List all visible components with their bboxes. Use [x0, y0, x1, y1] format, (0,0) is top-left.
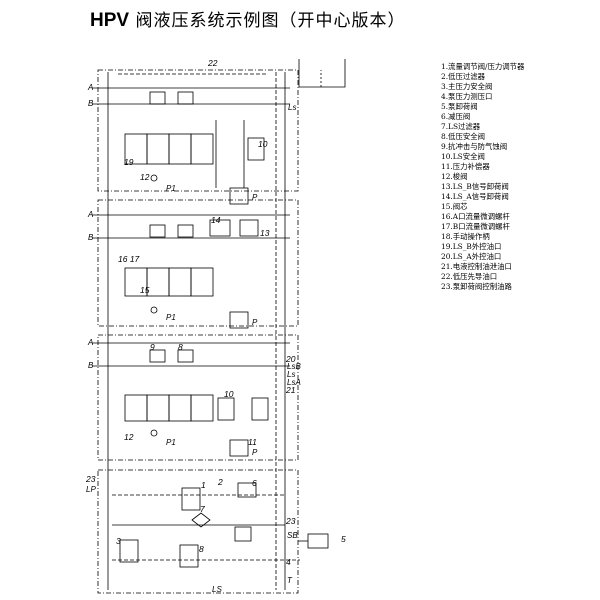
- legend-item: 2.低压过滤器: [441, 72, 486, 81]
- diagram-title: HPV 阀液压系统示例图（开中心版本）: [90, 6, 405, 32]
- section-frame-1: [97, 69, 299, 192]
- legend-item: 23.泵卸荷阀控制油路: [441, 282, 512, 291]
- spool-section-1: [190, 133, 214, 165]
- part-number: 4: [286, 557, 291, 567]
- legend-item: 21.电液控制油泄油口: [441, 262, 512, 271]
- port-lp-label: LP: [86, 485, 96, 494]
- legend-item: 12.梭阀: [441, 172, 468, 181]
- legend-item: 4.泵压力测压口: [441, 92, 493, 101]
- part-number: 20: [285, 354, 296, 364]
- inlet-frame: [97, 469, 299, 594]
- port-labels: A B A B A B P1 P1 P1 P P P Ls LsB Ls LsA…: [86, 83, 301, 594]
- part-number: 23: [85, 474, 96, 484]
- legend-item: 14.LS_A信号卸荷阀: [441, 192, 509, 201]
- part-number: 16 17: [118, 254, 140, 264]
- part-numbers: 22 10 19 12 14 13 16 17 15 9 8 20 21 10 …: [85, 58, 346, 567]
- part-number: 23: [285, 516, 296, 526]
- port-ls-label: Ls: [287, 370, 295, 379]
- part-number: 12: [140, 172, 150, 182]
- part-number: 7: [200, 504, 205, 514]
- part-number: 19: [124, 157, 134, 167]
- section-frame-2: [97, 199, 299, 327]
- port-a-label: A: [87, 83, 93, 92]
- legend-item: 15.阀芯: [441, 202, 468, 211]
- part-number: 2: [217, 477, 223, 487]
- port-b-label: B: [88, 233, 94, 242]
- port-t-label: T: [287, 576, 293, 585]
- spool-section-3: [190, 394, 214, 422]
- legend-item: 10.LS安全阀: [441, 152, 485, 161]
- part-number: 11: [248, 437, 257, 447]
- section-frame-3: [97, 334, 299, 461]
- part-number: 8: [178, 342, 183, 352]
- port-p1-label: P1: [166, 184, 176, 193]
- port-a-label: A: [87, 338, 93, 347]
- part-number: 1: [201, 480, 206, 490]
- legend-item: 7.LS过滤器: [441, 122, 481, 131]
- title-text: 阀液压系统示例图（开中心版本）: [129, 11, 406, 31]
- port-p1-label: P1: [166, 438, 176, 447]
- part-number: 14: [211, 215, 221, 225]
- port-lsa-label: LsA: [287, 378, 301, 387]
- part-number: 10: [224, 389, 234, 399]
- tank-symbol: [298, 59, 346, 88]
- port-b-label: B: [88, 99, 94, 108]
- legend-item: 3.主压力安全阀: [441, 82, 493, 91]
- legend-item: 6.减压阀: [441, 112, 471, 121]
- legend-item: 8.低压安全阀: [441, 132, 486, 141]
- part-number: 13: [260, 228, 270, 238]
- port-p-label: P: [252, 318, 258, 327]
- spool-section-2: [190, 267, 214, 297]
- port-a-label: A: [87, 210, 93, 219]
- port-p-label: P: [252, 193, 258, 202]
- legend-item: 5.泵卸荷阀: [441, 102, 478, 111]
- legend-item: 1.流量调节阀/压力调节器: [441, 62, 525, 71]
- legend-item: 18.手动操作柄: [441, 232, 490, 241]
- part-number: 5: [341, 534, 346, 544]
- port-lsb-label: LsB: [287, 362, 301, 371]
- title-brand: HPV: [90, 10, 130, 31]
- parts-legend: 1.流量调节阀/压力调节器 2.低压过滤器 3.主压力安全阀 4.泵压力测压口 …: [441, 62, 524, 292]
- part-number: 12: [124, 432, 134, 442]
- port-ls-label: Ls: [288, 103, 296, 112]
- legend-item: 17.B口流量微调螺杆: [441, 222, 510, 231]
- port-ls-label: LS: [212, 585, 222, 594]
- legend-item: 20.LS_A外控油口: [441, 252, 502, 261]
- legend-item: 11.压力补偿器: [441, 162, 490, 171]
- part-number: 21: [285, 385, 296, 395]
- legend-item: 13.LS_B信号卸荷阀: [441, 182, 509, 191]
- part-number: 10: [258, 139, 268, 149]
- legend-item: 16.A口流量微调螺杆: [441, 212, 510, 221]
- part-number: 3: [116, 536, 121, 546]
- legend-item: 22.低压先导油口: [441, 272, 498, 281]
- port-p1-label: P1: [166, 313, 176, 322]
- part-number: 15: [140, 285, 150, 295]
- port-p-label: P: [252, 448, 258, 457]
- port-b-label: B: [88, 361, 94, 370]
- legend-item: 19.LS_B外控油口: [441, 242, 502, 251]
- port-sb-label: SB: [287, 531, 298, 540]
- part-number: 6: [252, 478, 257, 488]
- part-number: 9: [150, 342, 155, 352]
- part-number: 8: [199, 544, 204, 554]
- legend-item: 9.抗冲击与防气蚀阀: [441, 142, 508, 151]
- part-number: 22: [207, 58, 218, 68]
